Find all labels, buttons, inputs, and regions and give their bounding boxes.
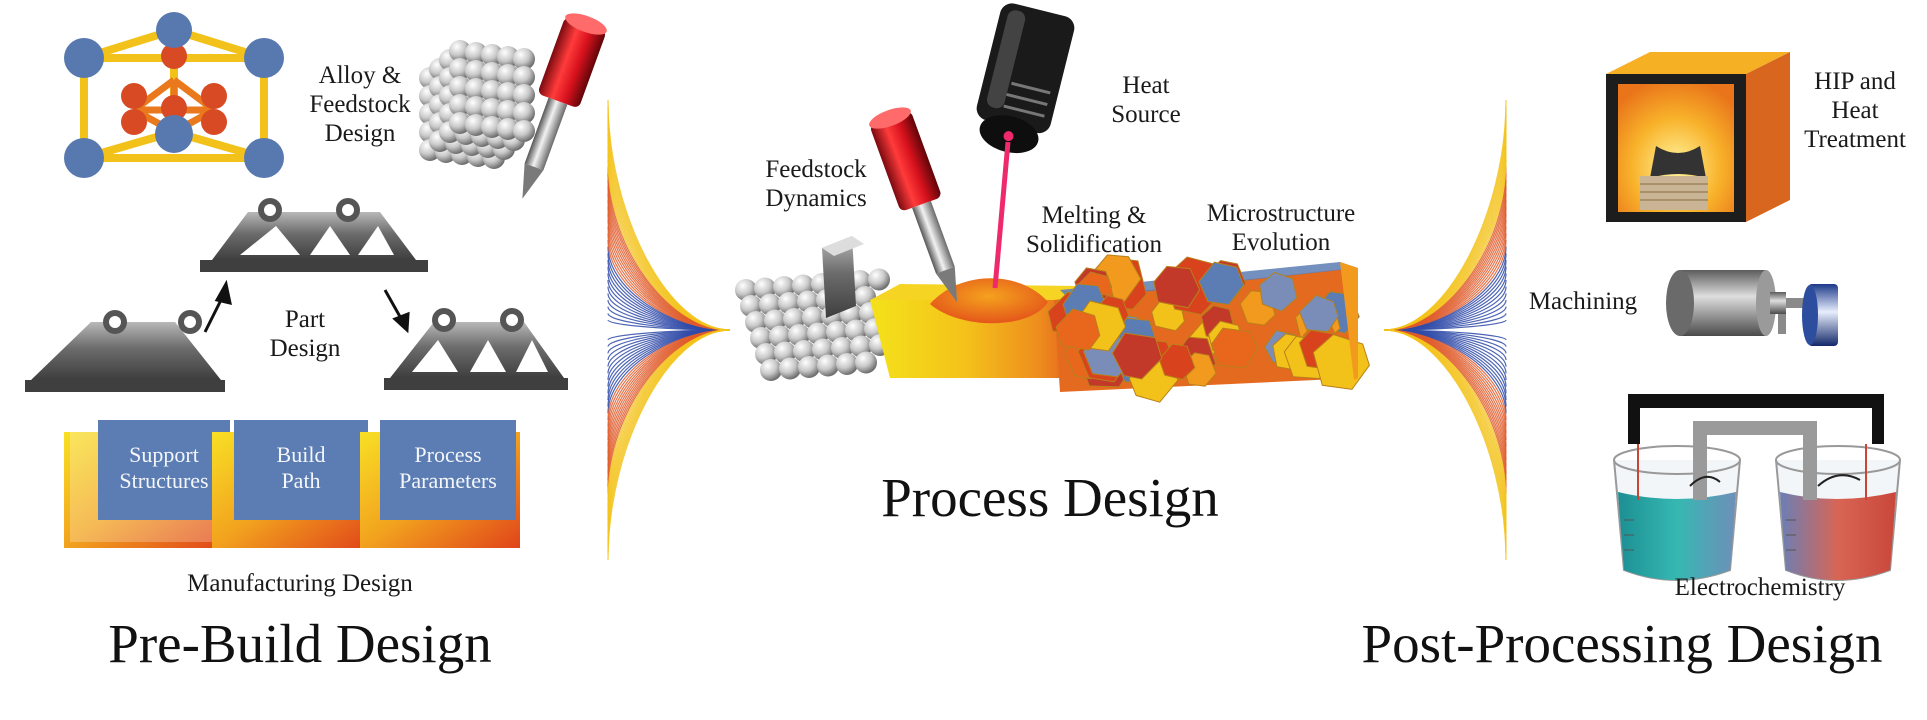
feedstock-dynamics-label: Feedstock Dynamics	[765, 156, 867, 212]
fan-left	[607, 99, 731, 561]
manufacturing-box-process	[360, 420, 520, 548]
laser-beam	[992, 141, 1011, 289]
post-processing-title: Post-Processing Design	[1361, 613, 1883, 674]
hip-heat-treatment-label: HIP and Heat Treatment	[1804, 68, 1906, 153]
process-design-title: Process Design	[881, 467, 1219, 528]
heat-source-icon	[976, 3, 1075, 154]
arrow-up-right-icon	[203, 279, 232, 333]
manufacturing-design-label: Manufacturing Design	[187, 570, 413, 597]
furnace-icon	[1606, 52, 1790, 222]
heat-source-label: Heat Source	[1111, 72, 1181, 128]
truss-bracket-right	[384, 308, 568, 390]
fan-right	[1383, 99, 1507, 561]
part-design-label: Part Design	[269, 306, 341, 362]
machining-spindle-icon	[1666, 270, 1838, 346]
microstructure-evolution-label: Microstructure Evolution	[1206, 200, 1356, 256]
pre-build-title: Pre-Build Design	[108, 613, 492, 674]
process-parameters-label: Process Parameters	[399, 442, 497, 494]
arrow-down-right-icon	[383, 289, 410, 334]
electrochemical-cell-icon	[1613, 394, 1901, 581]
manufacturing-box-build-path	[212, 420, 372, 548]
manufacturing-box-support	[64, 420, 230, 548]
machining-label: Machining	[1528, 288, 1638, 315]
electrochemistry-label: Electrochemistry	[1674, 574, 1846, 601]
nozzle-icon	[522, 13, 607, 199]
support-structures-label: Support Structures	[119, 442, 209, 494]
truss-bracket-left	[25, 310, 225, 392]
build-path-label: Build Path	[276, 442, 326, 494]
powder-bed-icon	[735, 268, 891, 381]
powder-cube-icon	[419, 40, 535, 169]
melting-solidification-label: Melting & Solidification	[1025, 202, 1163, 258]
truss-bracket-top	[200, 198, 428, 272]
microstructure-block	[1047, 254, 1370, 403]
melt-track	[870, 278, 1080, 378]
crystal-lattice-icon	[64, 12, 284, 178]
feed-nozzle-icon	[869, 107, 958, 303]
alloy-feedstock-label: Alloy & Feedstock Design	[309, 62, 411, 147]
recoater-blade-icon	[822, 236, 864, 318]
